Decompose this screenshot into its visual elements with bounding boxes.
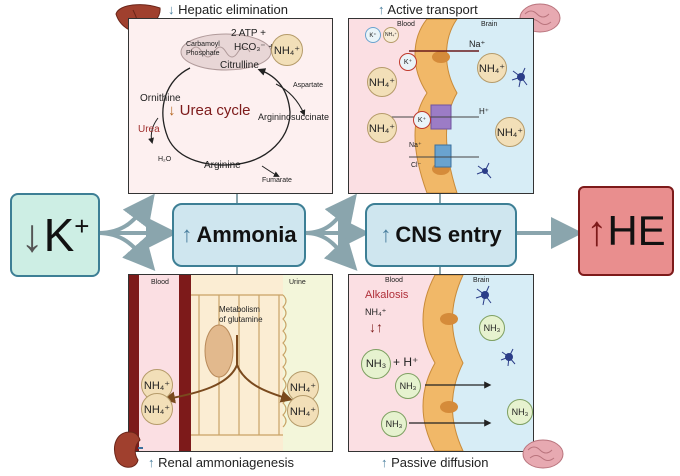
renal-urine-label: Urine xyxy=(289,279,306,286)
proton-label: H⁺ xyxy=(479,107,489,116)
active-panel: Blood Brain K⁺ NH₄⁺ Na⁺ H⁺ Na⁺ Cl⁻ NH₄⁺ … xyxy=(348,18,534,194)
aspartate-label: Aspartate xyxy=(293,82,323,89)
chloride-label: Cl⁻ xyxy=(411,162,422,169)
citrulline-label: Citrulline xyxy=(220,60,259,71)
urea-cycle-label: Urea cycle xyxy=(179,102,251,119)
alkalosis-label: Alkalosis xyxy=(365,289,409,301)
brain-icon-bottom xyxy=(522,439,564,469)
urea-cycle-diagram xyxy=(148,33,306,177)
vessel-wall-left xyxy=(129,275,139,451)
up-arrow-icon: ↑ xyxy=(381,455,388,470)
passive-blood-label: Blood xyxy=(385,277,403,284)
active-blood-label: Blood xyxy=(397,21,415,28)
up-arrow-icon: ↑ xyxy=(586,207,608,254)
potassium-charge: + xyxy=(74,210,90,241)
equilibrium-arrows-icon: ↓↑ xyxy=(369,319,383,335)
argininosuccinate-label: Argininosuccinate xyxy=(258,112,330,122)
glutamine-metabolism-label: Metabolism of glutamine xyxy=(219,305,263,324)
brain-region xyxy=(441,19,533,193)
down-arrow-icon: ↓ xyxy=(168,102,176,119)
he-label: HE xyxy=(607,207,666,254)
k-ion-blocked-1: K⁺ xyxy=(399,53,417,71)
arrow-k-to-hepatic xyxy=(97,193,155,235)
passive-brain-label: Brain xyxy=(473,277,490,284)
passive-title: ↑ Passive diffusion xyxy=(381,455,488,470)
up-arrow-icon: ↑ xyxy=(181,222,193,247)
renal-nh4-urine-2: NH₄⁺ xyxy=(287,395,319,427)
up-arrow-icon: ↑ xyxy=(380,222,392,247)
up-arrow-icon: ↑ xyxy=(148,455,155,470)
passive-nh3-blood: NH₃ xyxy=(361,349,391,379)
down-arrow-icon: ↓ xyxy=(168,2,175,17)
urea-label: Urea xyxy=(138,124,160,135)
potassium-node: ↓K+ xyxy=(10,193,100,277)
ammonia-label: Ammonia xyxy=(196,222,297,247)
passive-nh3-blood-3: NH₃ xyxy=(381,411,407,437)
passive-nh3-blood-2: NH₃ xyxy=(395,373,421,399)
active-title: ↑ Active transport xyxy=(378,2,478,17)
passive-title-text: Passive diffusion xyxy=(391,455,489,470)
down-arrow-icon: ↓ xyxy=(20,209,44,261)
arrow-ammonia-to-active xyxy=(304,193,357,235)
passive-nh3-brain-1: NH₃ xyxy=(479,315,505,341)
up-arrow-icon: ↑ xyxy=(378,2,385,17)
passive-membrane xyxy=(409,275,516,451)
active-nh4-brain-1: NH₄⁺ xyxy=(477,53,507,83)
carbamoyl-phosphate-label: Carbamoyl Phosphate xyxy=(186,41,220,57)
sodium-label: Na⁺ xyxy=(469,39,486,49)
ornithine-label: Ornithine xyxy=(140,93,181,104)
hepatic-encephalopathy-node: ↑HE xyxy=(578,186,674,276)
plus-proton-label: + H⁺ xyxy=(393,355,419,369)
tubule-cells xyxy=(129,294,293,436)
renal-title-text: Renal ammoniagenesis xyxy=(158,455,294,470)
active-title-text: Active transport xyxy=(387,2,478,17)
cns-entry-label: CNS entry xyxy=(395,222,502,247)
nh4-ion-small: NH₄⁺ xyxy=(383,27,399,43)
passive-panel: Blood Brain Alkalosis NH₄⁺ ↓↑ NH₃ + H⁺ N… xyxy=(348,274,534,452)
hepatic-nh4-molecule: NH₄⁺ xyxy=(271,34,303,66)
urea-cycle-title: ↓ Urea cycle xyxy=(168,102,251,119)
vessel-wall-right xyxy=(179,275,191,451)
renal-nh4-blood-1: NH₄⁺ xyxy=(141,369,173,401)
cns-entry-node: ↑CNS entry xyxy=(365,203,517,267)
ammonia-node: ↑Ammonia xyxy=(172,203,306,267)
passive-nh3-brain-2: NH₃ xyxy=(507,399,533,425)
hepatic-title-text: Hepatic elimination xyxy=(178,2,288,17)
potassium-symbol: K xyxy=(43,209,75,261)
active-nh4-brain-2: NH₄⁺ xyxy=(495,117,525,147)
renal-nh4-blood-2: NH₄⁺ xyxy=(141,393,173,425)
arrow-k-to-renal xyxy=(97,231,156,271)
renal-blood-label: Blood xyxy=(151,279,169,286)
atp-line-2: HCO₃⁻ + xyxy=(234,42,275,53)
passive-nh4-label: NH₄⁺ xyxy=(365,307,387,317)
active-brain-label: Brain xyxy=(481,21,498,28)
hepatic-title: ↓ Hepatic elimination xyxy=(168,2,288,17)
renal-panel: Blood Urine Metabolism of glutamine NH₄⁺… xyxy=(128,274,333,452)
renal-title: ↑ Renal ammoniagenesis xyxy=(148,455,294,470)
active-nh4-blood-1: NH₄⁺ xyxy=(367,67,397,97)
k-ion-blocked-2: K⁺ xyxy=(413,111,431,129)
atp-line-1: 2 ATP + xyxy=(231,28,266,39)
active-nh4-blood-2: NH₄⁺ xyxy=(367,113,397,143)
kidney-icon xyxy=(114,431,143,468)
cell-membrane xyxy=(389,19,528,193)
sodium-label-2: Na⁺ xyxy=(409,142,422,149)
h2o-label: H₂O xyxy=(158,156,172,163)
arginine-label: Arginine xyxy=(204,160,241,171)
arrow-ammonia-to-passive xyxy=(304,231,358,271)
fumarate-label: Fumarate xyxy=(262,177,292,184)
k-ion-small: K⁺ xyxy=(365,27,381,43)
